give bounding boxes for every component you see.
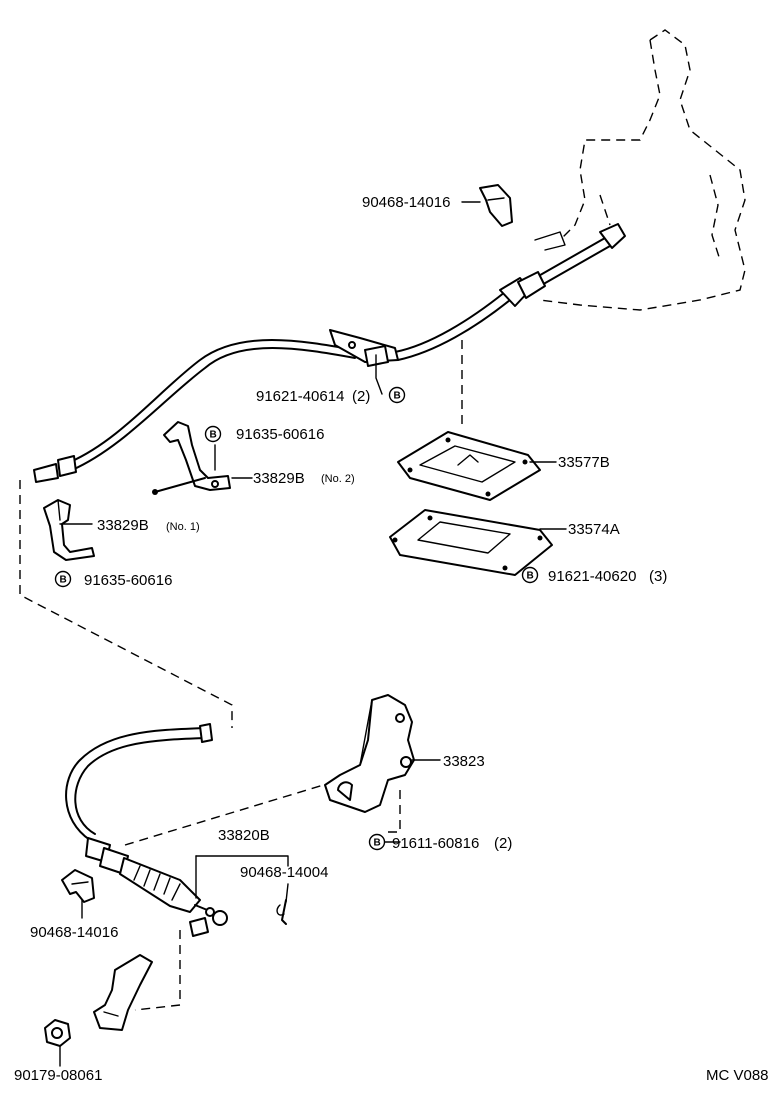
label-33829B-no1: 33829B	[97, 517, 149, 534]
leader-lines	[59, 201, 567, 919]
label-91621-40620-qty: (3)	[649, 568, 667, 585]
marker-letter: B	[374, 838, 381, 849]
clip-90468-14016-bottom	[61, 869, 95, 903]
label-33823: 33823	[443, 753, 485, 770]
label-91621-40620: 91621-40620	[548, 568, 636, 585]
upper-cable	[33, 223, 626, 483]
bracket-33829B-no2	[152, 421, 231, 495]
marker-letter: B	[60, 575, 67, 586]
marker-letter: B	[527, 571, 534, 582]
label-91635-60616-b: 91635-60616	[84, 572, 172, 589]
label-33574A: 33574A	[568, 521, 620, 538]
lower-cable-33820B	[65, 723, 228, 937]
guide-lines	[19, 340, 463, 1011]
cotter-pin-90468-14004	[276, 899, 287, 925]
diagram-code: MC V088	[706, 1067, 769, 1084]
plate-33577B	[397, 431, 541, 501]
label-91621-40614-qty: (2)	[352, 388, 370, 405]
marker-b-91635-60616-a: B	[204, 425, 222, 443]
bracket-33829B-no1	[43, 499, 95, 561]
label-33820B: 33820B	[218, 827, 270, 844]
label-90468-14004: 90468-14004	[240, 864, 328, 881]
marker-b-91635-60616-b: B	[54, 570, 72, 588]
shifter-housing-outline	[539, 29, 746, 311]
label-33829B-no2-sub: (No. 2)	[321, 473, 355, 485]
lower-bracket	[93, 954, 153, 1031]
label-33829B-no1-sub: (No. 1)	[166, 521, 200, 533]
marker-letter: B	[210, 430, 217, 441]
bracket-33823	[324, 694, 415, 813]
marker-b-91621-40620: B	[521, 566, 539, 584]
label-91611-60816: 91611-60816	[392, 835, 479, 852]
label-33829B-no2: 33829B	[253, 470, 305, 487]
label-91621-40614: 91621-40614	[256, 388, 344, 405]
label-91635-60616-a: 91635-60616	[236, 426, 324, 443]
marker-b-91611-60816: B	[368, 833, 386, 851]
marker-letter: B	[394, 391, 401, 402]
label-33577B: 33577B	[558, 454, 610, 471]
clip-90468-14016-top	[479, 184, 513, 227]
label-90468-14016-bottom: 90468-14016	[30, 924, 118, 941]
gasket-33574A	[389, 509, 553, 576]
nut-90179-08061	[44, 1019, 71, 1067]
marker-b-91621-40614: B	[388, 386, 406, 404]
label-90179-08061: 90179-08061	[14, 1067, 102, 1084]
label-91611-60816-qty: (2)	[494, 835, 512, 852]
label-90468-14016-top: 90468-14016	[362, 194, 450, 211]
